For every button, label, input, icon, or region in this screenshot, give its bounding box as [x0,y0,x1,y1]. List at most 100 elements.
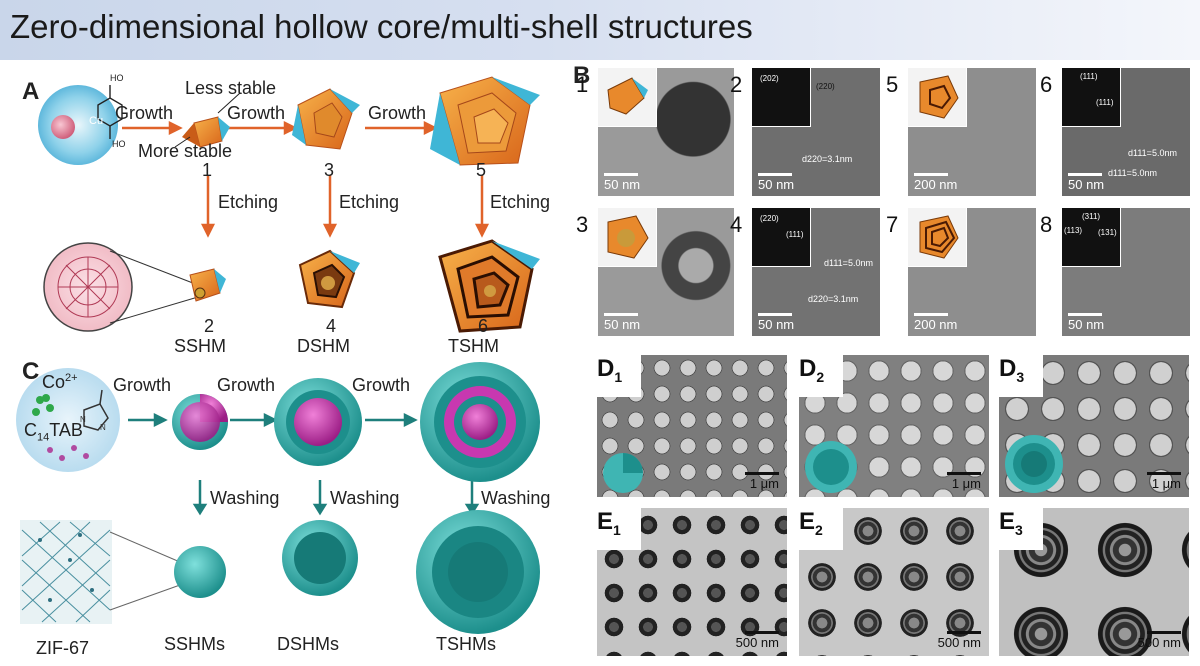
scale-bar [758,173,792,176]
growth-sphere-2 [274,378,362,466]
stage-5-number: 5 [476,160,487,180]
scale-bar [604,313,638,316]
scale-label: 200 nm [914,177,958,192]
fft-index: (111) [786,230,804,239]
tem-tile-6: (111) (111) d111=5.0nm d111=5.0nm 6 50 n… [1040,68,1190,196]
sshm-sphere [174,546,226,598]
fft-index: (311) [1082,212,1101,221]
tile-number: 4 [730,212,743,237]
growth-sphere-1 [172,394,228,450]
scale-label: 200 nm [914,317,958,332]
svg-text:HO: HO [110,73,124,83]
growth-label-c3: Growth [352,375,411,395]
d-spacing-label: d220=3.1nm [808,294,859,304]
scale-label: 1 μm [1151,476,1181,491]
panel-label: D3 [999,355,1043,397]
scale-bar [758,313,792,316]
panel-a-diagram: HO HO [38,73,540,333]
panel-a-letter: A [22,78,40,105]
scale-label: 50 nm [758,177,795,192]
scale-bar [947,631,981,634]
etching-label-3: Etching [490,192,551,212]
sem-tile-d3: D3 1 μm [999,355,1189,497]
zif-67-lattice [20,520,112,624]
tshm-sphere [416,510,540,634]
growth-label-a3: Growth [368,103,427,123]
tile-number: 6 [1040,72,1053,97]
scale-label: 500 nm [937,635,981,650]
scale-label: 50 nm [604,317,641,332]
stage-1-number: 1 [202,160,213,180]
tab-label: C14TAB [24,420,83,444]
fft-index: (202) [760,74,779,83]
etching-label-1: Etching [218,192,279,212]
sshm-label: SSHM [174,336,227,356]
fft-index: (131) [1098,228,1117,237]
d-spacing-label: d111=5.0nm [1128,148,1177,158]
washing-label-1: Washing [210,488,280,508]
scale-label: 50 nm [758,317,795,332]
sem-tile-d2: D2 1 μm [799,355,989,497]
fft-index: (113) [1064,226,1083,235]
tem-tile-4: (220) (111) d111=5.0nm d220=3.1nm 4 50 n… [730,208,880,336]
svg-text:N: N [100,423,106,432]
stage-4-number: 4 [326,316,337,336]
scale-label: 1 μm [951,476,981,491]
stage-5-octahedron [430,76,540,166]
reagent-circle: HO HO [38,73,126,165]
stage-1-octahedron [182,116,230,148]
tem-tile-7: 7 200 nm [886,208,1036,336]
tem-tile-2: (202) (220) d220=3.1nm 2 50 nm [730,68,880,196]
washing-label-3: Washing [481,488,551,508]
tem-tile-1: 1 50 nm [576,68,734,196]
tshm-label: TSHM [448,336,499,356]
growth-label-a1: Growth [115,103,174,123]
growth-label-c1: Growth [113,375,172,395]
co-label: Co2+ [42,372,78,392]
scale-label: 500 nm [735,635,779,650]
fft-index: (111) [1080,72,1098,81]
panel-label: D2 [799,355,843,397]
panel-label: D1 [597,355,641,397]
fft-index: (220) [816,82,835,91]
growth-sphere-3 [420,362,540,482]
tem-tile-8: (311) (113) (131) 8 50 nm [1040,208,1190,336]
scale-label: 50 nm [1068,177,1105,192]
title-bar: Zero-dimensional hollow core/multi-shell… [0,0,1200,60]
scale-label: 50 nm [604,177,641,192]
d-spacing-label: d220=3.1nm [802,154,853,164]
tile-number: 1 [576,72,589,97]
panel-label: E1 [597,508,641,550]
panel-c-diagram: N N [16,362,540,634]
scale-bar [914,313,948,316]
tshms-label: TSHMs [436,634,496,654]
tem-tile-e2: E2 500 nm [799,508,989,656]
tem-tile-5: 5 200 nm [886,68,1036,196]
scale-bar [1068,173,1102,176]
scale-label: 500 nm [1137,635,1181,650]
more-stable-label: More stable [138,141,233,161]
dshm-sphere [282,520,358,596]
tem-tile-e3: E3 500 nm [999,508,1189,656]
stage-3-octahedron [292,88,360,150]
scale-bar [1147,631,1181,634]
fft-index: (220) [760,214,779,223]
tile-number: 3 [576,212,589,237]
scale-bar [947,472,981,475]
panel-label: E2 [799,508,843,550]
stage-6-tshm [438,239,540,333]
cu-label: Cu [89,115,104,127]
growth-label-c2: Growth [217,375,276,395]
scale-bar [1147,472,1181,475]
tem-tile-e1: E1 500 nm [597,508,787,656]
stage-2-ssHM [43,242,226,332]
scale-bar [604,173,638,176]
dshm-label: DSHM [297,336,350,356]
fft-index: (111) [1096,98,1114,107]
scale-bar [745,472,779,475]
panel-c-letter: C [22,358,40,385]
stage-2-number: 2 [204,316,215,336]
growth-label-a2: Growth [227,103,286,123]
scale-label: 1 μm [749,476,779,491]
etching-label-2: Etching [339,192,400,212]
